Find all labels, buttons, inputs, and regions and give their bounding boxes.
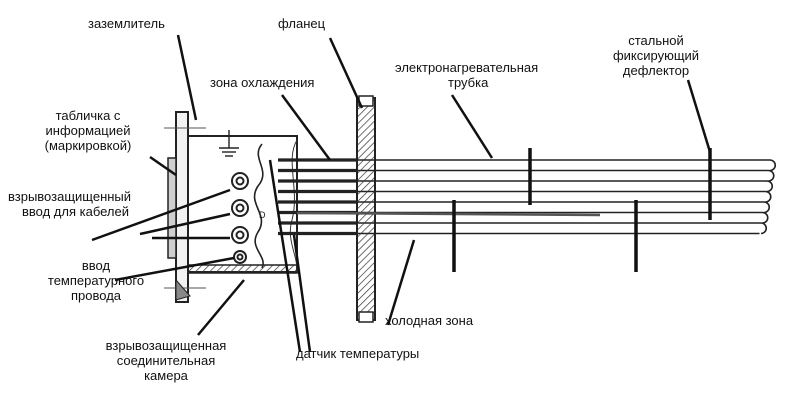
tube-bend <box>768 169 775 182</box>
leader-lines <box>91 34 712 353</box>
temperature-sensor-probe <box>296 211 601 217</box>
label-junction-box-2: соединительная <box>117 353 216 368</box>
cable-glands <box>231 172 249 264</box>
label-deflector-2: фиксирующий <box>613 48 699 63</box>
flange <box>356 95 376 323</box>
label-temp-sensor: датчик температуры <box>296 346 419 361</box>
label-junction-box-3: камера <box>144 368 189 383</box>
label-heating-tube-2: трубка <box>448 75 489 90</box>
label-cold-zone: холодная зона <box>385 313 474 328</box>
tube-bend <box>762 211 769 224</box>
deflectors <box>452 148 712 272</box>
label-info-plate-2: информацией <box>46 123 131 138</box>
labels: заземлитель фланец зона охлаждения элект… <box>8 16 699 383</box>
label-info-plate-1: табличка с <box>56 108 121 123</box>
tube-bend <box>760 222 767 235</box>
tube-bend <box>763 201 770 214</box>
tube-bend <box>769 159 776 172</box>
label-temp-wire-entry-3: провода <box>71 288 122 303</box>
label-flange: фланец <box>278 16 326 31</box>
label-deflector-3: дефлектор <box>623 63 689 78</box>
ground-icon <box>219 130 239 157</box>
label-info-plate-3: (маркировкой) <box>45 138 132 153</box>
label-temp-wire-entry-1: ввод <box>82 258 111 273</box>
label-cooling-zone: зона охлаждения <box>210 75 314 90</box>
label-grounding: заземлитель <box>88 16 165 31</box>
tube-bend <box>765 190 772 203</box>
label-cable-entry-1: взрывозащищенный <box>8 189 131 204</box>
tube-bend <box>766 180 773 193</box>
label-temp-wire-entry-2: температурного <box>48 273 144 288</box>
label-deflector-1: стальной <box>628 33 684 48</box>
label-cable-entry-2: ввод для кабелей <box>22 204 129 219</box>
label-junction-box-1: взрывозащищенная <box>106 338 227 353</box>
svg-text:D: D <box>259 210 266 220</box>
terminals <box>278 158 357 236</box>
label-heating-tube-1: электронагревательная <box>395 60 538 75</box>
